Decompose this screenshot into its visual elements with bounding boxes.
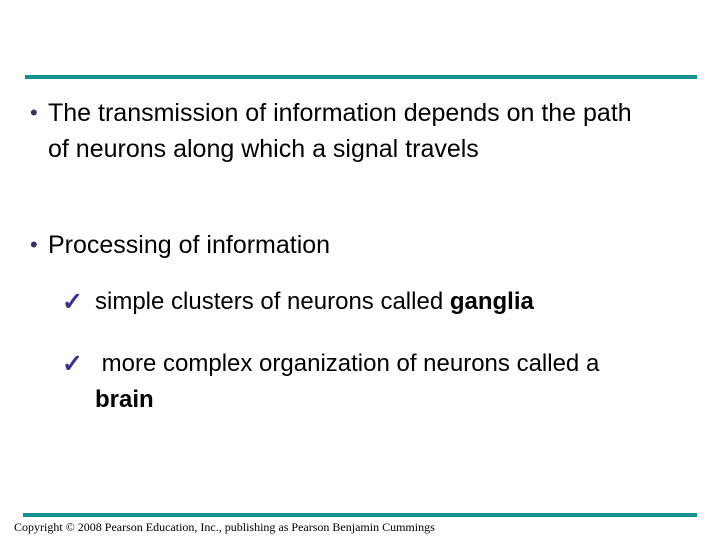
bullet-text-transmission: The transmission of information depends …: [48, 99, 632, 163]
bottom-divider-rule: [23, 513, 697, 517]
bullet-item-processing: • Processing of information: [30, 227, 648, 263]
check-text-bold-term: brain: [95, 386, 154, 413]
check-text-prefix: more complex organization of neurons cal…: [95, 350, 606, 377]
bullet-text-processing: Processing of information: [48, 231, 331, 259]
bullet-dot-icon: •: [30, 100, 38, 125]
check-text-bold-term: ganglia: [449, 288, 534, 315]
check-item-brain: ✓ more complex organization of neurons c…: [62, 346, 610, 418]
checkmark-icon: ✓: [62, 350, 83, 378]
check-text-prefix: simple clusters of neurons called: [95, 288, 450, 315]
check-item-ganglia: ✓ simple clusters of neurons called gang…: [62, 284, 662, 320]
check-text-ganglia: simple clusters of neurons called gangli…: [95, 284, 662, 320]
bullet-item-transmission: • The transmission of information depend…: [30, 95, 648, 167]
checkmark-icon: ✓: [62, 288, 83, 316]
bullet-dot-icon: •: [30, 232, 38, 257]
check-text-brain: more complex organization of neurons cal…: [95, 346, 610, 418]
top-divider-rule: [25, 75, 697, 79]
copyright-text: Copyright © 2008 Pearson Education, Inc.…: [14, 520, 435, 534]
